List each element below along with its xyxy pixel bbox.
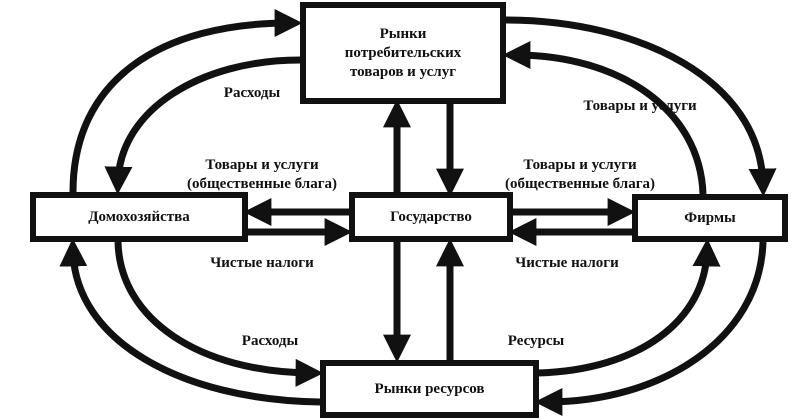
arrow-consumer-market-to-households [104, 56, 301, 195]
label-public-goods-left-2: (общественные блага) [186, 176, 338, 192]
arrow-households-to-resource-market [114, 241, 324, 387]
label-public-goods-right-2: (общественные блага) [504, 176, 656, 192]
node-label: Фирмы [684, 209, 736, 226]
arrow-households-to-consumer-market [69, 9, 303, 193]
label-spending-bottom: Расходы [241, 333, 299, 349]
node-consumer-market: Рынки потребительских товаров и услуг [300, 2, 506, 104]
label-public-goods-right-1: Товары и услуги [523, 157, 637, 173]
arrow-firms-to-resource-market [534, 241, 767, 416]
arrow-firms-to-consumer-market [502, 41, 707, 195]
arrow-resource-market-to-households [59, 238, 321, 406]
arrow-consumer-market-to-firms [504, 16, 777, 197]
label-public-goods-left-1: Товары и услуги [205, 157, 319, 173]
node-households: Домохозяйства [30, 192, 248, 242]
label-resources: Ресурсы [507, 333, 565, 349]
node-firms: Фирмы [632, 194, 788, 242]
node-resource-market: Рынки ресурсов [320, 360, 539, 418]
node-label: Рынки потребительских товаров и услуг [344, 25, 462, 80]
arrow-resource-market-to-firms [537, 238, 721, 377]
node-label: Рынки ресурсов [374, 380, 485, 397]
node-government: Государство [349, 192, 513, 242]
node-label: Государство [390, 208, 472, 225]
label-goods-services-right: Товары и услуги [583, 98, 697, 114]
node-label: Домохозяйства [88, 208, 190, 225]
label-net-taxes-left: Чистые налоги [210, 255, 314, 271]
label-net-taxes-right: Чистые налоги [515, 255, 619, 271]
label-spending-top: Расходы [223, 85, 281, 101]
